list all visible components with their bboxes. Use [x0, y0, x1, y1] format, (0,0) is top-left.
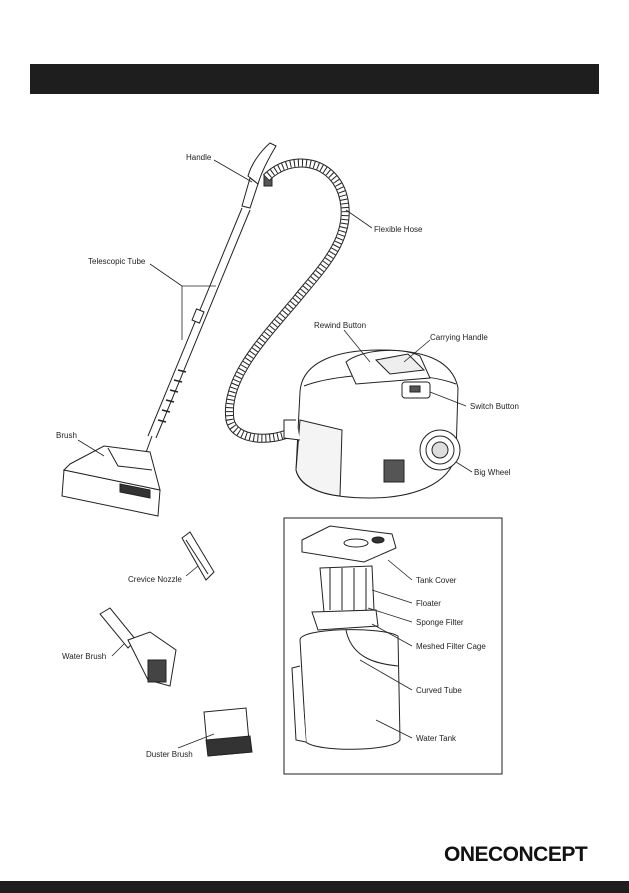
tank-cover-part: [301, 525, 397, 563]
flexible-hose-part: [224, 158, 350, 443]
label-meshed-filter-cage: Meshed Filter Cage: [416, 642, 486, 651]
label-water-brush: Water Brush: [62, 652, 106, 661]
label-handle: Handle: [186, 153, 212, 162]
label-curved-tube: Curved Tube: [416, 686, 462, 695]
label-flexible-hose: Flexible Hose: [374, 225, 423, 234]
water-tank-part: [291, 629, 401, 750]
leader-lines: [77, 159, 473, 749]
telescopic-tube-part: [147, 207, 251, 439]
label-rewind-button: Rewind Button: [314, 321, 366, 330]
label-tank-cover: Tank Cover: [416, 576, 457, 585]
vacuum-body-part: [283, 349, 461, 499]
crevice-nozzle-part: [181, 531, 215, 581]
label-brush: Brush: [56, 431, 77, 440]
handle-part: [241, 142, 277, 209]
label-carrying-handle: Carrying Handle: [430, 333, 488, 342]
label-switch-button: Switch Button: [470, 402, 519, 411]
label-duster-brush: Duster Brush: [146, 750, 193, 759]
label-big-wheel: Big Wheel: [474, 468, 511, 477]
water-brush-part: [99, 607, 177, 687]
tank-detail-box: [283, 517, 503, 775]
brand-logo: ONECONCEPT: [444, 843, 588, 866]
duster-brush-part: [203, 707, 253, 757]
label-crevice-nozzle: Crevice Nozzle: [128, 575, 182, 584]
label-floater: Floater: [416, 599, 441, 608]
header-bar: [30, 64, 599, 94]
meshed-filter-cage-part: [311, 609, 379, 631]
footer-bar: [0, 881, 629, 893]
label-telescopic-tube: Telescopic Tube: [88, 257, 146, 266]
label-water-tank: Water Tank: [416, 734, 457, 743]
label-sponge-filter: Sponge Filter: [416, 618, 464, 627]
floor-brush-part: [61, 435, 161, 517]
floater-part: [319, 565, 375, 613]
